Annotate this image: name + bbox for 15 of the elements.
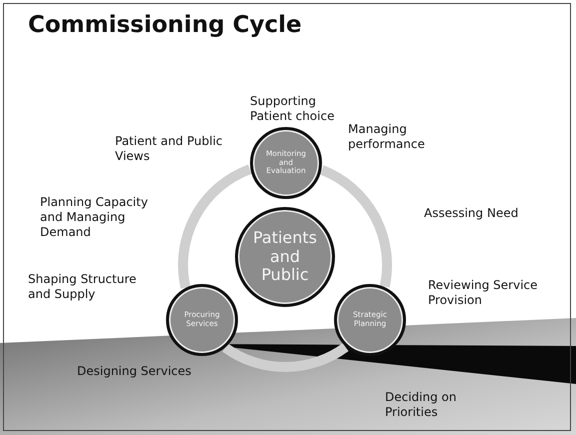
activity-label: Assessing Need xyxy=(424,206,520,221)
ring-arc xyxy=(222,342,348,372)
ring-arc xyxy=(320,165,392,288)
activity-label: Patient and Public Views xyxy=(115,134,224,164)
activity-label: Shaping Structure and Supply xyxy=(28,272,138,302)
circle-label: Patients and Public xyxy=(252,229,318,285)
activity-label: Designing Services xyxy=(77,364,192,379)
stage-circle xyxy=(334,284,406,356)
activity-label: Managing performance xyxy=(348,122,426,152)
ring-arc xyxy=(178,164,252,289)
slide-title: Commissioning Cycle xyxy=(28,12,302,38)
activity-label: Planning Capacity and Managing Demand xyxy=(40,195,149,240)
activity-label: Deciding on Priorities xyxy=(385,390,458,420)
activity-label: Reviewing Service Provision xyxy=(428,278,539,308)
activity-label: Supporting Patient choice xyxy=(250,94,336,124)
